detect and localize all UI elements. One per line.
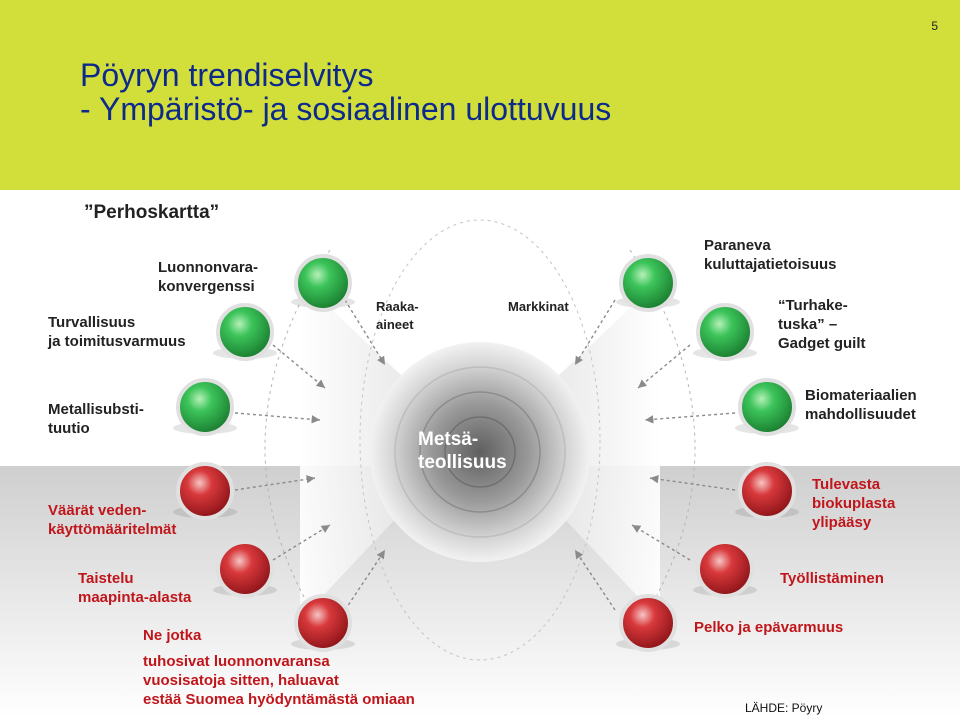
label-left-2: Turvallisuus ja toimitusvarmuus xyxy=(48,314,186,350)
arrow-l3 xyxy=(234,412,321,424)
ball-left-3 xyxy=(176,378,234,436)
header-banner: 5 Pöyryn trendiselvitys - Ympäristö- ja … xyxy=(0,0,960,190)
center-label: Metsä- teollisuus xyxy=(418,429,507,473)
arrow-l6 xyxy=(344,549,386,611)
arrow-l4 xyxy=(234,475,316,491)
title-line-2: - Ympäristö- ja sosiaalinen ulottuvuus xyxy=(80,91,612,127)
center-ring-2 xyxy=(419,391,541,513)
center-circle xyxy=(370,342,590,562)
ball-left-5 xyxy=(216,540,274,598)
arrow-r5 xyxy=(631,524,691,561)
label-left-6: Ne jotka xyxy=(143,627,202,644)
ball-right-3 xyxy=(738,378,796,436)
page-number: 5 xyxy=(931,19,938,33)
arrow-r6 xyxy=(574,549,616,611)
arrow-r4 xyxy=(649,475,736,491)
label-markkinat: Markkinat xyxy=(508,299,569,314)
center-dotted-ellipse xyxy=(359,219,601,661)
title-line-1: Pöyryn trendiselvitys xyxy=(80,57,374,93)
ball-left-2 xyxy=(216,303,274,361)
label-left-3: Metallisubsti- tuutio xyxy=(48,401,144,437)
label-left-note: tuhosivat luonnonvaransa vuosisatoja sit… xyxy=(143,653,415,708)
ball-left-4 xyxy=(176,462,234,520)
left-balls xyxy=(173,254,355,652)
arrow-l2 xyxy=(272,344,326,389)
right-dotted-arc xyxy=(629,249,696,641)
arrow-l5 xyxy=(272,524,331,561)
source-note: LÄHDE: Pöyry xyxy=(745,701,823,715)
diagram-graphics xyxy=(0,219,960,717)
ball-right-6 xyxy=(619,594,677,652)
arrow-r2 xyxy=(637,344,691,389)
ball-right-1 xyxy=(619,254,677,312)
arrow-l1 xyxy=(344,299,386,366)
ball-left-1 xyxy=(294,254,352,312)
left-dotted-arc xyxy=(264,249,331,641)
label-raaka-aineet: Raaka- aineet xyxy=(376,299,419,332)
label-right-4: Tulevasta biokuplasta ylipääsy xyxy=(812,476,896,531)
arrow-r1 xyxy=(574,299,616,366)
label-left-5: Taistelu maapinta-alasta xyxy=(78,570,192,606)
label-right-2: “Turhake- tuska” – Gadget guilt xyxy=(778,297,866,352)
center-ring-1 xyxy=(394,366,566,538)
label-right-6: Pelko ja epävarmuus xyxy=(694,619,844,636)
center-ring-3 xyxy=(444,416,516,488)
label-right-5: Työllistäminen xyxy=(780,570,884,587)
label-left-1: Luonnonvara- konvergenssi xyxy=(158,259,258,295)
ball-right-5 xyxy=(696,540,754,598)
ball-right-4 xyxy=(738,462,796,520)
label-right-1: Paraneva kuluttajatietoisuus xyxy=(704,237,837,273)
label-right-3: Biomateriaalien mahdollisuudet xyxy=(805,387,917,423)
ball-left-6 xyxy=(294,594,352,652)
page-title: Pöyryn trendiselvitys - Ympäristö- ja so… xyxy=(80,58,611,126)
right-balls xyxy=(616,254,799,652)
label-left-4: Väärät veden- käyttömääritelmät xyxy=(48,502,177,538)
butterfly-diagram: ”Perhoskartta” Metsä- teollisuus Raaka- … xyxy=(0,190,960,717)
map-title: ”Perhoskartta” xyxy=(84,202,220,223)
ball-right-2 xyxy=(696,303,754,361)
